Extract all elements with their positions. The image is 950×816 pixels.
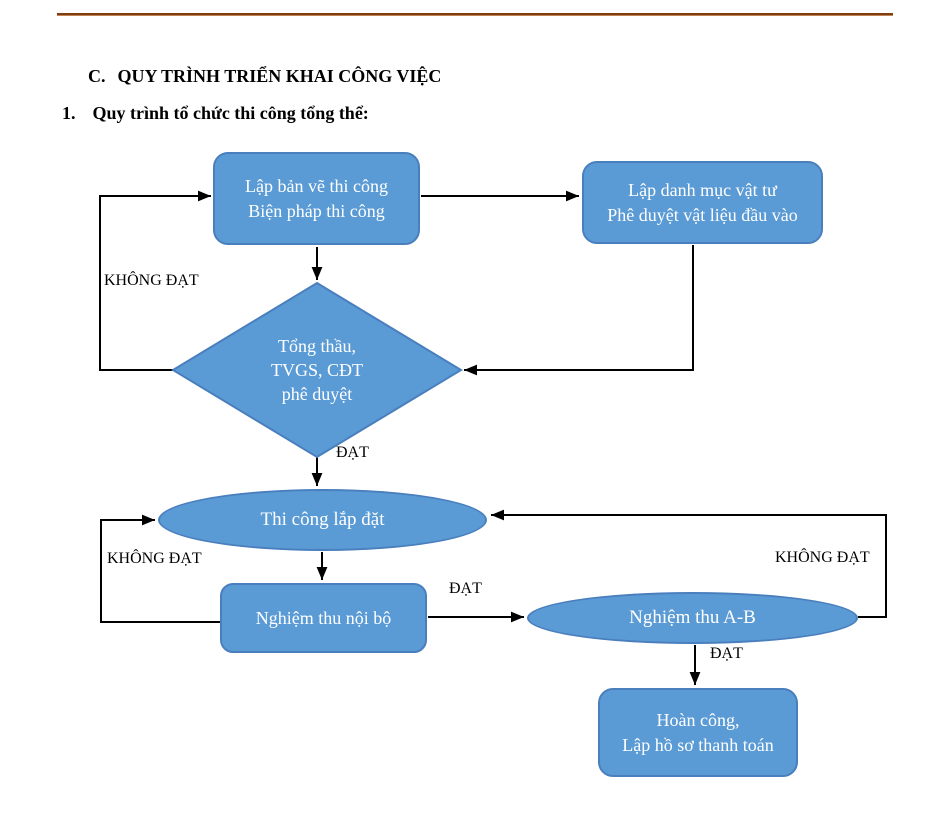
connector-material-to-decision	[464, 245, 694, 376]
node-handover: Hoàn công, Lập hồ sơ thanh toán	[598, 688, 798, 777]
node-material-approval-line1: Lập danh mục vật tư	[628, 180, 777, 201]
decision-approval-line3: phê duyệt	[281, 384, 353, 405]
connector-internal-fail-loop	[100, 514, 221, 623]
connector-ab-fail-loop	[491, 509, 887, 618]
node-internal-acceptance-label: Nghiệm thu nội bộ	[255, 607, 392, 628]
subsection-heading: 1. Quy trình tổ chức thi công tổng thể:	[62, 103, 369, 124]
edge-label-pass-ab: ĐẠT	[710, 645, 743, 662]
decision-diamond-shape	[171, 281, 463, 459]
section-heading-marker: C.	[88, 66, 106, 86]
node-ab-acceptance-label: Nghiệm thu A-B	[629, 607, 756, 629]
subsection-heading-marker: 1.	[62, 103, 76, 123]
node-construction: Thi công lắp đặt	[158, 489, 487, 551]
node-shop-drawing-line1: Lập bản vẽ thi công	[245, 176, 388, 197]
node-handover-line1: Hoàn công,	[656, 710, 740, 731]
node-material-approval-line2: Phê duyệt vật liệu đầu vào	[607, 204, 798, 225]
edge-label-fail-top: KHÔNG ĐẠT	[104, 272, 199, 289]
decision-approval-label: Tổng thầu, TVGS, CĐT phê duyệt	[217, 327, 417, 413]
subsection-heading-title: Quy trình tổ chức thi công tổng thể:	[92, 103, 369, 123]
node-handover-line2: Lập hồ sơ thanh toán	[622, 734, 774, 755]
node-shop-drawing-line2: Biện pháp thi công	[248, 200, 385, 221]
section-heading-title: QUY TRÌNH TRIỂN KHAI CÔNG VIỆC	[117, 66, 442, 86]
decision-approval-line2: TVGS, CĐT	[270, 359, 363, 380]
section-heading: C. QUY TRÌNH TRIỂN KHAI CÔNG VIỆC	[88, 66, 441, 87]
edge-label-fail-internal: KHÔNG ĐẠT	[107, 550, 202, 567]
node-material-approval: Lập danh mục vật tư Phê duyệt vật liệu đ…	[582, 161, 823, 244]
edge-label-fail-ab: KHÔNG ĐẠT	[775, 549, 870, 566]
edge-label-pass-approval: ĐẠT	[336, 444, 369, 461]
decision-approval-line1: Tổng thầu,	[278, 335, 356, 356]
page-top-rule	[57, 13, 893, 16]
node-shop-drawing: Lập bản vẽ thi công Biện pháp thi công	[213, 152, 420, 245]
connector-decision-fail-loop	[99, 190, 211, 371]
node-construction-label: Thi công lắp đặt	[260, 509, 385, 531]
node-ab-acceptance: Nghiệm thu A-B	[527, 592, 858, 644]
edge-label-pass-internal: ĐẠT	[449, 580, 482, 597]
node-internal-acceptance: Nghiệm thu nội bộ	[220, 583, 427, 653]
